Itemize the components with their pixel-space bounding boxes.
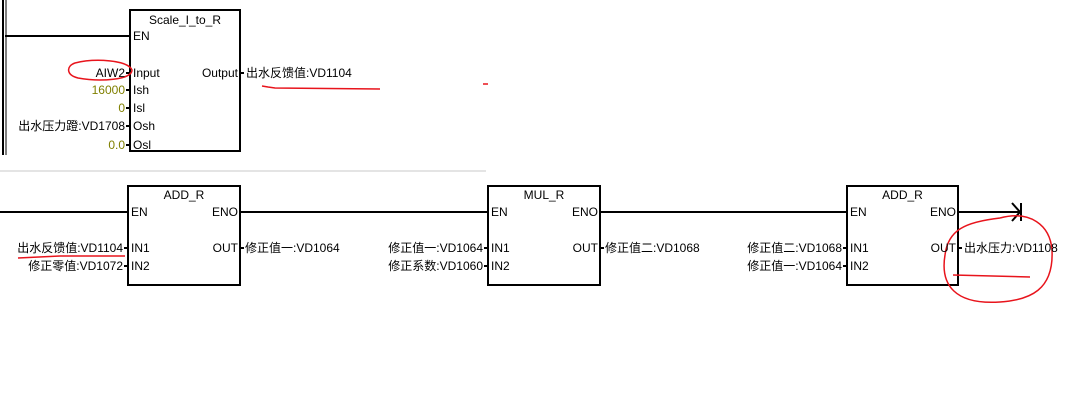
operand-in2[interactable]: 修正零值:VD1072 xyxy=(28,259,123,273)
block-title: ADD_R xyxy=(882,188,923,202)
pin-en: EN xyxy=(491,205,508,219)
block-title: MUL_R xyxy=(523,188,565,202)
operand-input[interactable]: AIW2 xyxy=(95,66,125,80)
pin-osh: Osh xyxy=(133,119,156,133)
pin-isl: Isl xyxy=(133,101,145,115)
scale-block-title: Scale_I_to_R xyxy=(148,13,222,27)
pin-en: EN xyxy=(850,205,867,219)
block-title: ADD_R xyxy=(163,188,205,202)
pin-in1: IN1 xyxy=(850,241,869,255)
scale-block-box[interactable] xyxy=(129,9,241,152)
pin-out: OUT xyxy=(572,241,598,255)
pin-input: Input xyxy=(133,66,160,80)
pin-out: OUT xyxy=(930,241,956,255)
operand-in1[interactable]: 修正值二:VD1068 xyxy=(747,241,842,255)
operand-in2[interactable]: 修正值一:VD1064 xyxy=(747,259,842,273)
coil-end-arrow-icon xyxy=(1011,202,1022,222)
operand-osh[interactable]: 出水压力蹬:VD1708 xyxy=(18,119,125,133)
pin-in2: IN2 xyxy=(131,259,150,273)
pin-in1: IN1 xyxy=(131,241,150,255)
pin-in2: IN2 xyxy=(491,259,510,273)
pin-in1: IN1 xyxy=(491,241,510,255)
operand-in1[interactable]: 出水反馈值:VD1104 xyxy=(17,241,123,255)
operand-output[interactable]: 出水反馈值:VD1104 xyxy=(246,66,352,80)
operand-out[interactable]: 出水压力:VD1108 xyxy=(964,241,1058,255)
pin-osl: Osl xyxy=(133,138,151,152)
operand-isl[interactable]: 0 xyxy=(118,101,125,115)
pin-eno: ENO xyxy=(211,205,238,219)
operand-out[interactable]: 修正值一:VD1064 xyxy=(245,241,340,255)
pin-eno: ENO xyxy=(571,205,598,219)
pin-eno: ENO xyxy=(929,205,956,219)
mul-r-block-box[interactable] xyxy=(487,185,601,286)
pin-out: OUT xyxy=(212,241,238,255)
add-r-block-2-box[interactable] xyxy=(846,185,959,286)
operand-out[interactable]: 修正值二:VD1068 xyxy=(605,241,700,255)
pin-en: EN xyxy=(133,29,150,43)
operand-in2[interactable]: 修正系数:VD1060 xyxy=(388,259,483,273)
pin-in2: IN2 xyxy=(850,259,869,273)
operand-in1[interactable]: 修正值一:VD1064 xyxy=(388,241,483,255)
operand-ish[interactable]: 16000 xyxy=(91,83,125,97)
add-r-block-1-box[interactable] xyxy=(127,185,241,286)
operand-osl[interactable]: 0.0 xyxy=(108,138,125,152)
pin-ish: Ish xyxy=(133,83,150,97)
red-annotations xyxy=(17,59,1053,304)
pin-output: Output xyxy=(201,66,238,80)
pin-en: EN xyxy=(131,205,148,219)
